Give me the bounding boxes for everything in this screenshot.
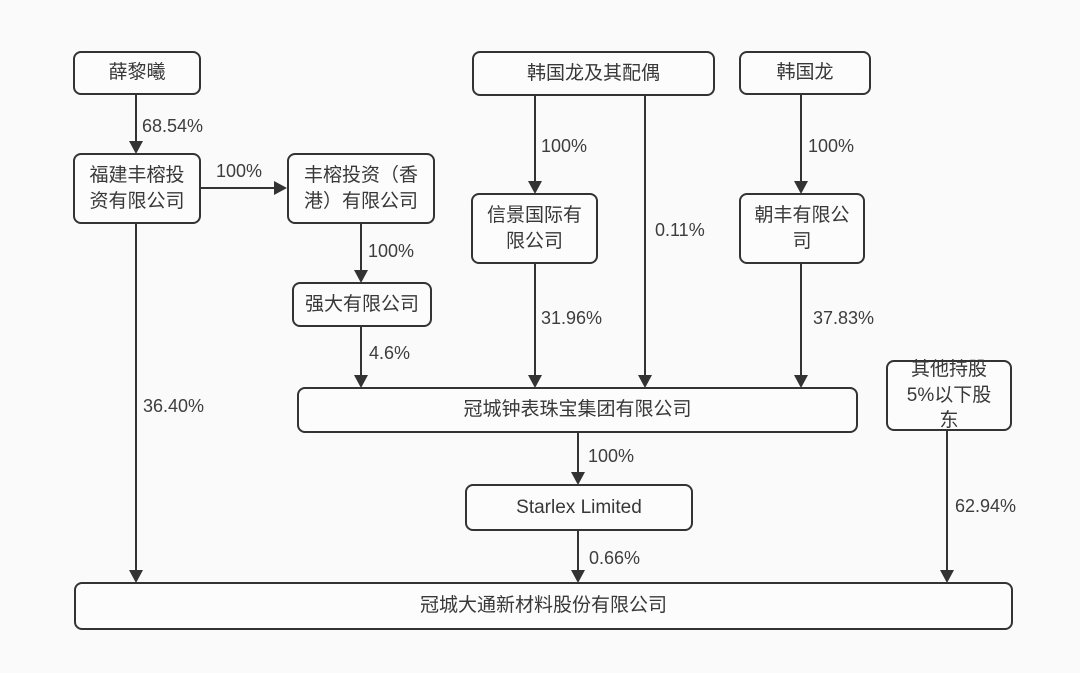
arrowhead-down-icon bbox=[794, 181, 808, 194]
edge-fujian-to-datong-line bbox=[135, 224, 137, 570]
edge-chaofeng-to-watch-line bbox=[800, 264, 802, 375]
edge-han-to-chaofeng-line bbox=[800, 95, 802, 181]
arrowhead-down-icon bbox=[571, 472, 585, 485]
arrowhead-down-icon bbox=[794, 375, 808, 388]
node-guancheng-watch-jewelry: 冠城钟表珠宝集团有限公司 bbox=[297, 387, 858, 433]
arrowhead-right-icon bbox=[274, 181, 287, 195]
edge-spouse-to-xinjing-line bbox=[534, 96, 536, 181]
edge-fujian-to-hk-line bbox=[201, 187, 275, 189]
edge-watch-to-starlex-label: 100% bbox=[588, 446, 635, 466]
arrowhead-down-icon bbox=[129, 570, 143, 583]
arrowhead-down-icon bbox=[528, 181, 542, 194]
edge-xue-to-fujian-line bbox=[135, 95, 137, 141]
edge-qiangda-to-watch-label: 4.6% bbox=[369, 343, 411, 363]
arrowhead-down-icon bbox=[638, 375, 652, 388]
arrowhead-down-icon bbox=[528, 375, 542, 388]
edge-xue-to-fujian-label: 68.54% bbox=[142, 116, 204, 136]
arrowhead-down-icon bbox=[354, 375, 368, 388]
edge-fujian-to-datong-label: 36.40% bbox=[143, 396, 205, 416]
node-han-guolong-spouse: 韩国龙及其配偶 bbox=[472, 51, 715, 96]
arrowhead-down-icon bbox=[571, 570, 585, 583]
edge-chaofeng-to-watch-label: 37.83% bbox=[813, 308, 875, 328]
edge-hk-to-qiangda-label: 100% bbox=[368, 241, 415, 261]
node-fengrong-hongkong: 丰榕投资（香港）有限公司 bbox=[287, 153, 435, 224]
edge-fujian-to-hk-label: 100% bbox=[216, 161, 263, 181]
edge-other-to-datong-label: 62.94% bbox=[955, 496, 1017, 516]
edge-han-to-chaofeng-label: 100% bbox=[808, 136, 855, 156]
node-starlex-limited: Starlex Limited bbox=[465, 484, 693, 531]
node-chaofeng: 朝丰有限公司 bbox=[739, 193, 865, 264]
edge-spouse-to-watch-label: 0.11% bbox=[655, 220, 705, 240]
edge-watch-to-starlex-line bbox=[577, 433, 579, 472]
arrowhead-down-icon bbox=[129, 141, 143, 154]
node-other-shareholders: 其他持股5%以下股东 bbox=[886, 359, 1012, 431]
edge-starlex-to-datong-line bbox=[577, 531, 579, 570]
edge-xinjing-to-watch-label: 31.96% bbox=[541, 308, 603, 328]
edge-qiangda-to-watch-line bbox=[360, 327, 362, 375]
edge-hk-to-qiangda-line bbox=[360, 224, 362, 270]
edge-starlex-to-datong-label: 0.66% bbox=[589, 548, 641, 568]
arrowhead-down-icon bbox=[354, 270, 368, 283]
edge-spouse-to-watch-line bbox=[644, 96, 646, 375]
arrowhead-down-icon bbox=[940, 570, 954, 583]
edge-spouse-to-xinjing-label: 100% bbox=[541, 136, 588, 156]
node-qiangda: 强大有限公司 bbox=[292, 282, 432, 327]
node-guancheng-datong: 冠城大通新材料股份有限公司 bbox=[74, 582, 1013, 630]
node-fujian-fengrong: 福建丰榕投资有限公司 bbox=[73, 153, 201, 224]
node-xinjing-international: 信景国际有限公司 bbox=[471, 193, 598, 264]
node-xue-lixi: 薛黎曦 bbox=[73, 51, 201, 95]
node-han-guolong: 韩国龙 bbox=[739, 51, 871, 95]
edge-xinjing-to-watch-line bbox=[534, 264, 536, 375]
edge-other-to-datong-line bbox=[946, 431, 948, 570]
